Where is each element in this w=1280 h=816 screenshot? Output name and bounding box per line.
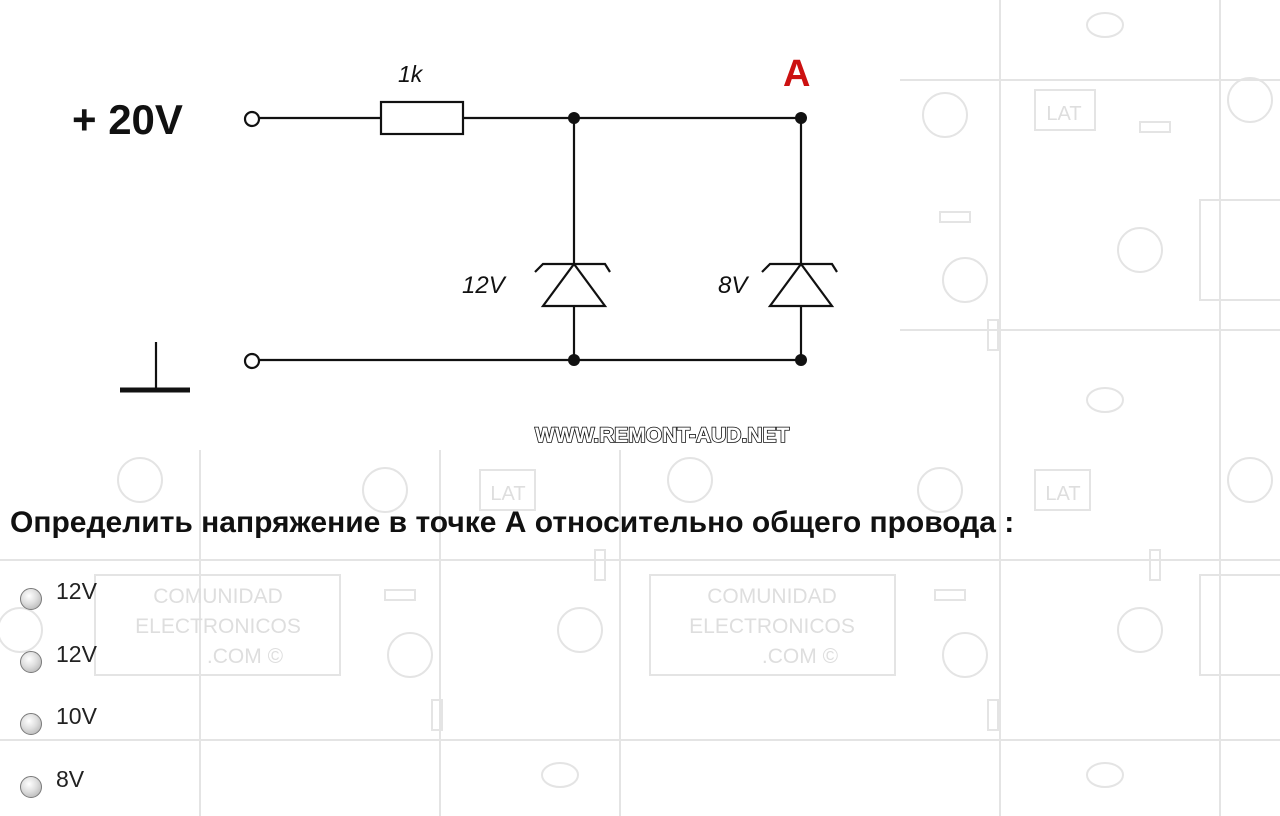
supply-terminal-icon xyxy=(243,110,261,128)
answer-option[interactable]: 12V xyxy=(20,574,97,614)
radio-button-icon[interactable] xyxy=(20,713,42,735)
answer-label: 12V xyxy=(56,577,97,604)
junction-dot xyxy=(795,354,807,366)
supply-voltage-label: + 20V xyxy=(72,96,183,143)
node-a-label: A xyxy=(783,53,810,95)
zener1-voltage-label: 12V xyxy=(462,272,507,299)
resistor-value-label: 1k xyxy=(398,61,424,87)
bg-lat-text: LAT xyxy=(1045,483,1080,505)
ground-terminal-icon xyxy=(243,352,261,370)
bg-box-text: .COM © xyxy=(762,645,839,668)
question-text: Определить напряжение в точке А относите… xyxy=(10,506,1015,539)
zener-diode-icon xyxy=(761,262,838,308)
circuit-schematic: + 20V 1k A 12V 8V WWW.REMONT-AUD.NET xyxy=(0,0,900,450)
bg-box-text: COMUNIDAD xyxy=(153,585,283,608)
radio-button-icon[interactable] xyxy=(20,588,42,610)
bg-lat-text: LAT xyxy=(490,483,525,505)
zener2-voltage-label: 8V xyxy=(718,272,749,299)
junction-dot xyxy=(795,112,807,124)
answer-label: 10V xyxy=(56,702,97,729)
resistor-icon xyxy=(379,100,465,136)
answer-option[interactable]: 10V xyxy=(20,699,97,739)
junction-dot xyxy=(568,112,580,124)
junction-dot xyxy=(568,354,580,366)
ground-icon xyxy=(120,342,190,393)
answer-option[interactable]: 8V xyxy=(20,762,84,802)
bg-box-text: .COM © xyxy=(207,645,284,668)
answer-option[interactable]: 12V xyxy=(20,637,97,677)
bg-lat-text: LAT xyxy=(1046,103,1081,125)
answer-label: 12V xyxy=(56,640,97,667)
zener-diode-icon xyxy=(534,262,611,308)
bg-box-text: ELECTRONICOS xyxy=(689,615,855,638)
radio-button-icon[interactable] xyxy=(20,776,42,798)
answer-label: 8V xyxy=(56,765,85,792)
radio-button-icon[interactable] xyxy=(20,651,42,673)
bg-box-text: COMUNIDAD xyxy=(707,585,837,608)
watermark-text: WWW.REMONT-AUD.NET xyxy=(535,424,789,447)
bg-box-text: ELECTRONICOS xyxy=(135,615,301,638)
